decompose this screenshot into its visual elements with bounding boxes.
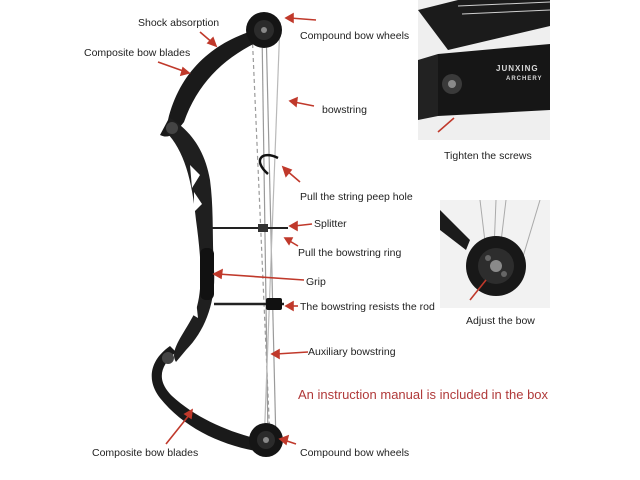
label-adjust-bow: Adjust the bow [466, 315, 535, 327]
label-composite-blades-top: Composite bow blades [84, 47, 191, 59]
label-bowstring-ring: Pull the bowstring ring [298, 247, 402, 259]
label-splitter: Splitter [314, 218, 347, 230]
instruction-manual-note: An instruction manual is included in the… [298, 387, 549, 402]
label-composite-blades-bottom: Composite bow blades [92, 447, 199, 459]
cable-guard-slide [266, 298, 282, 310]
inset-photo-screws: JUNXING ARCHERY [418, 0, 550, 140]
label-compound-wheels-top: Compound bow wheels [300, 30, 410, 42]
label-resists-rod: The bowstring resists the rod [300, 301, 435, 313]
label-peep-hole: Pull the string peep hole [300, 191, 413, 203]
riser [166, 118, 215, 362]
label-bowstring: bowstring [322, 104, 367, 116]
logo-line1: JUNXING [496, 64, 539, 73]
upper-limb [160, 28, 262, 137]
logo-line2: ARCHERY [506, 76, 543, 82]
riser-cutouts [188, 165, 202, 318]
peep-hook [258, 153, 279, 175]
label-arrows [157, 12, 317, 446]
top-cam [246, 12, 282, 48]
splitter-block [258, 224, 268, 232]
upper-pocket-bolt [166, 122, 178, 134]
label-compound-wheels-bottom: Compound bow wheels [300, 447, 410, 459]
bowstrings [251, 21, 281, 447]
lower-pocket-bolt [162, 352, 174, 364]
label-aux-bowstring: Auxiliary bowstring [308, 346, 396, 358]
label-tighten-screws: Tighten the screws [444, 150, 532, 162]
label-shock-absorption: Shock absorption [138, 17, 220, 29]
label-grip: Grip [306, 276, 326, 288]
bottom-cam [249, 423, 283, 457]
inset-photo-adjust [440, 200, 550, 308]
grip-shape [200, 248, 214, 300]
